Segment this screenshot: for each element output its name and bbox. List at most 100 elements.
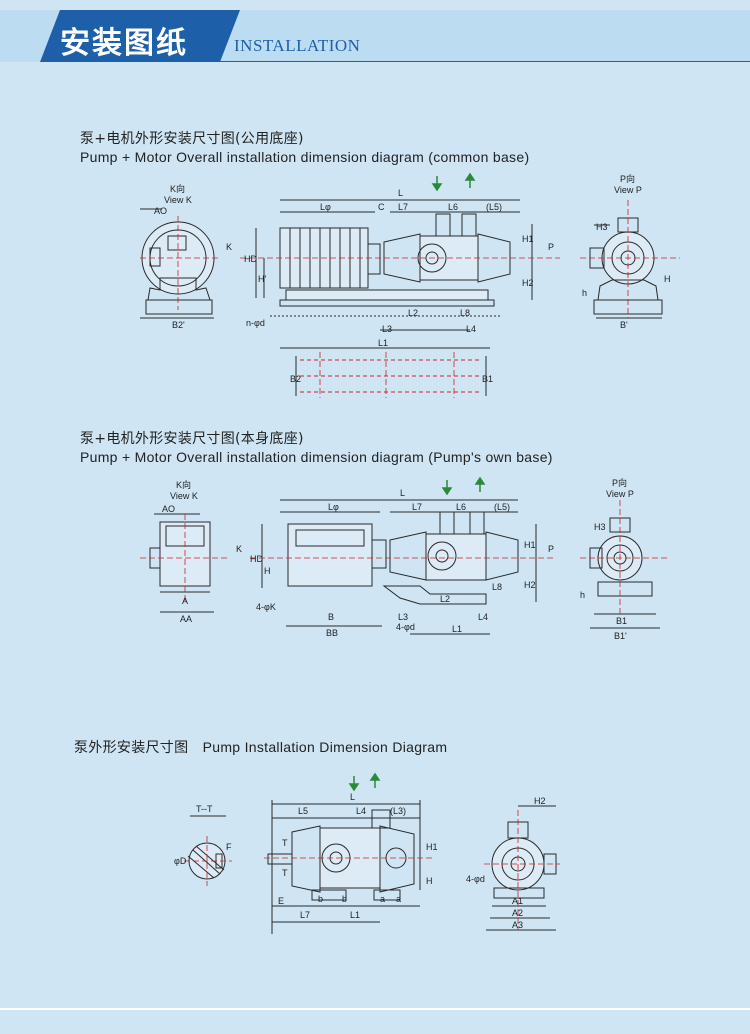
d2-p-dir: P向 xyxy=(612,477,627,488)
d1-p: P xyxy=(548,242,554,252)
d1-b1: B1 xyxy=(482,374,493,384)
d3-b-right: b xyxy=(342,894,347,904)
d2-lphi: Lφ xyxy=(328,502,339,512)
d2-b: B xyxy=(328,612,334,622)
d3-l7: L7 xyxy=(300,910,310,920)
d2-view-p: View P xyxy=(606,489,634,499)
d1-hd: HD xyxy=(244,254,257,264)
d1-l3: L3 xyxy=(382,324,392,334)
d2-hd: HD xyxy=(250,554,263,564)
d2-l8: L8 xyxy=(492,582,502,592)
d1-l6: L6 xyxy=(448,202,458,212)
section-3-title-cn: 泵外形安装尺寸图 xyxy=(74,740,189,756)
d3-a2: A2 xyxy=(512,908,523,918)
page-bottom-divider xyxy=(0,1008,750,1010)
header-title: 安装图纸 xyxy=(60,26,188,61)
section-2-title-en: Pump + Motor Overall installation dimens… xyxy=(80,449,553,465)
d2-aa: AA xyxy=(180,614,192,624)
d3-l1: L1 xyxy=(350,910,360,920)
d2-l3: L3 xyxy=(398,612,408,622)
d3-f: F xyxy=(226,842,232,852)
diagram-own-base: K向 View K P向 View P AO A AA L Lφ L7 L6 (… xyxy=(140,476,670,641)
d3-phid: φD xyxy=(174,856,187,866)
section-3-title: 泵外形安装尺寸图 Pump Installation Dimension Dia… xyxy=(74,737,447,757)
d3-a3: A3 xyxy=(512,920,523,930)
d1-ao: AO xyxy=(154,206,167,216)
d3-b-left: b xyxy=(318,894,323,904)
d2-a: A xyxy=(182,596,188,606)
d2-h: H xyxy=(264,566,271,576)
d3-a-right: a xyxy=(396,894,401,904)
section-1-title-en: Pump + Motor Overall installation dimens… xyxy=(80,149,530,165)
d1-nphid: n-φd xyxy=(246,318,265,328)
d1-l4: L4 xyxy=(466,324,476,334)
d3-h1: H1 xyxy=(426,842,438,852)
d1-l5: (L5) xyxy=(486,202,502,212)
d2-k: K xyxy=(236,544,242,554)
section-1-title: 泵+电机外形安装尺寸图(公用底座) Pump + Motor Overall i… xyxy=(80,128,529,165)
header-subtitle: INSTALLATION xyxy=(234,36,361,55)
section-3-title-en: Pump Installation Dimension Diagram xyxy=(202,739,448,755)
d2-fourk: 4-φK xyxy=(256,602,276,612)
d2-b1p: B1' xyxy=(614,631,627,641)
d3-h2: H2 xyxy=(534,796,546,806)
d1-view-k: View K xyxy=(164,195,192,205)
d3-l4: L4 xyxy=(356,806,366,816)
d2-b1: B1 xyxy=(616,616,627,626)
d2-view-k: View K xyxy=(170,491,198,501)
d2-bb: BB xyxy=(326,628,338,638)
d1-c: C xyxy=(378,202,385,212)
diagram-pump-only: T--T φD F L5 L4 (L3) L H1 H T T E b b a … xyxy=(174,772,560,934)
d1-view-p: View P xyxy=(614,185,642,195)
d1-lphi: Lφ xyxy=(320,202,331,212)
d1-h3: H3 xyxy=(596,222,608,232)
d1-k-dir: K向 xyxy=(170,183,185,194)
d3-e: E xyxy=(278,896,284,906)
d3-fourphid: 4-φd xyxy=(466,874,485,884)
section-2-title-cn: 泵+电机外形安装尺寸图(本身底座) xyxy=(80,431,304,447)
d2-ao: AO xyxy=(162,504,175,514)
d1-h2: H2 xyxy=(522,278,534,288)
d2-l7: L7 xyxy=(412,502,422,512)
d3-t-bottom: T xyxy=(282,868,288,878)
k-view-motor xyxy=(140,208,215,319)
d1-l2: L2 xyxy=(408,308,418,318)
d2-l4: L4 xyxy=(478,612,488,622)
foundation-plan xyxy=(295,356,487,396)
d1-bp: B' xyxy=(620,320,628,330)
d1-l: L xyxy=(398,188,403,198)
d2-h2: H2 xyxy=(524,580,536,590)
d1-b2p: B2' xyxy=(172,320,185,330)
d2-l: L xyxy=(400,488,405,498)
d2-h3: H3 xyxy=(594,522,606,532)
pump-side-view xyxy=(267,800,421,934)
d1-h1: H1 xyxy=(522,234,534,244)
d2-l1: L1 xyxy=(452,624,462,634)
header-divider xyxy=(220,61,750,62)
p-view-pump xyxy=(589,217,663,319)
d2-fourphid: 4-φd xyxy=(396,622,415,632)
d3-l3: (L3) xyxy=(390,806,406,816)
d3-l: L xyxy=(350,792,355,802)
d1-h: H xyxy=(664,274,671,284)
d1-k: K xyxy=(226,242,232,252)
d1-h-small: h xyxy=(582,288,587,298)
side-view-assembly xyxy=(255,199,533,349)
d1-p-dir: P向 xyxy=(620,173,635,184)
d3-l5: L5 xyxy=(298,806,308,816)
d2-p: P xyxy=(548,544,554,554)
diagram-common-base: K向 View K P向 View P AO B2' L Lφ C L7 L6 … xyxy=(140,172,680,398)
d3-tt: T--T xyxy=(196,804,213,814)
d1-b2: B2 xyxy=(290,374,301,384)
d3-a1: A1 xyxy=(512,896,523,906)
d2-l2: L2 xyxy=(440,594,450,604)
d3-t-top: T xyxy=(282,838,288,848)
d1-l1: L1 xyxy=(378,338,388,348)
d2-k-dir: K向 xyxy=(176,479,191,490)
header-title-background xyxy=(40,10,240,62)
d3-h: H xyxy=(426,876,433,886)
d1-hp: H' xyxy=(258,274,266,284)
d1-l8: L8 xyxy=(460,308,470,318)
p-view-pump-2 xyxy=(589,517,660,629)
d2-l6: L6 xyxy=(456,502,466,512)
